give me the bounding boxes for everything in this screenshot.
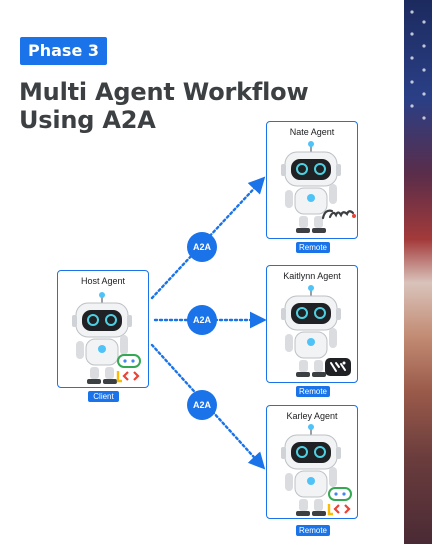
robot-icon [281,285,341,377]
host-agent-card: Host Agent [57,270,149,388]
host-agent-tag: Client [88,391,119,402]
robot-icon [281,141,341,233]
a2a-badge-bottom: A2A [187,390,217,420]
page-title: Multi Agent Workflow Using A2A [19,78,349,134]
a2a-badge-top: A2A [187,232,217,262]
host-agent-name: Host Agent [80,276,126,286]
robot-icon [72,292,132,384]
nate-agent-card: Nate Agent [266,121,358,239]
karley-agent-name: Karley Agent [286,411,338,421]
title-line-1: Multi Agent Workflow [19,78,309,106]
adk-logo-icon [327,487,352,516]
a2a-badge-middle: A2A [187,305,217,335]
presenter-photo [404,0,432,544]
nate-agent-tag: Remote [296,242,330,253]
karley-agent-card: Karley Agent [266,405,358,519]
phase-badge: Phase 3 [20,37,107,65]
langgraph-logo-icon [325,358,351,376]
adk-logo-icon [116,354,141,383]
title-line-2: Using A2A [19,106,156,134]
robot-icon [281,424,341,516]
kaitlynn-agent-name: Kaitlynn Agent [283,271,341,281]
flag-stars-pattern [410,10,426,120]
kaitlynn-agent-card: Kaitlynn Agent [266,265,358,383]
nate-agent-name: Nate Agent [289,127,335,137]
crewai-logo-icon [321,209,356,220]
kaitlynn-agent-tag: Remote [296,386,330,397]
karley-agent-tag: Remote [296,525,330,536]
